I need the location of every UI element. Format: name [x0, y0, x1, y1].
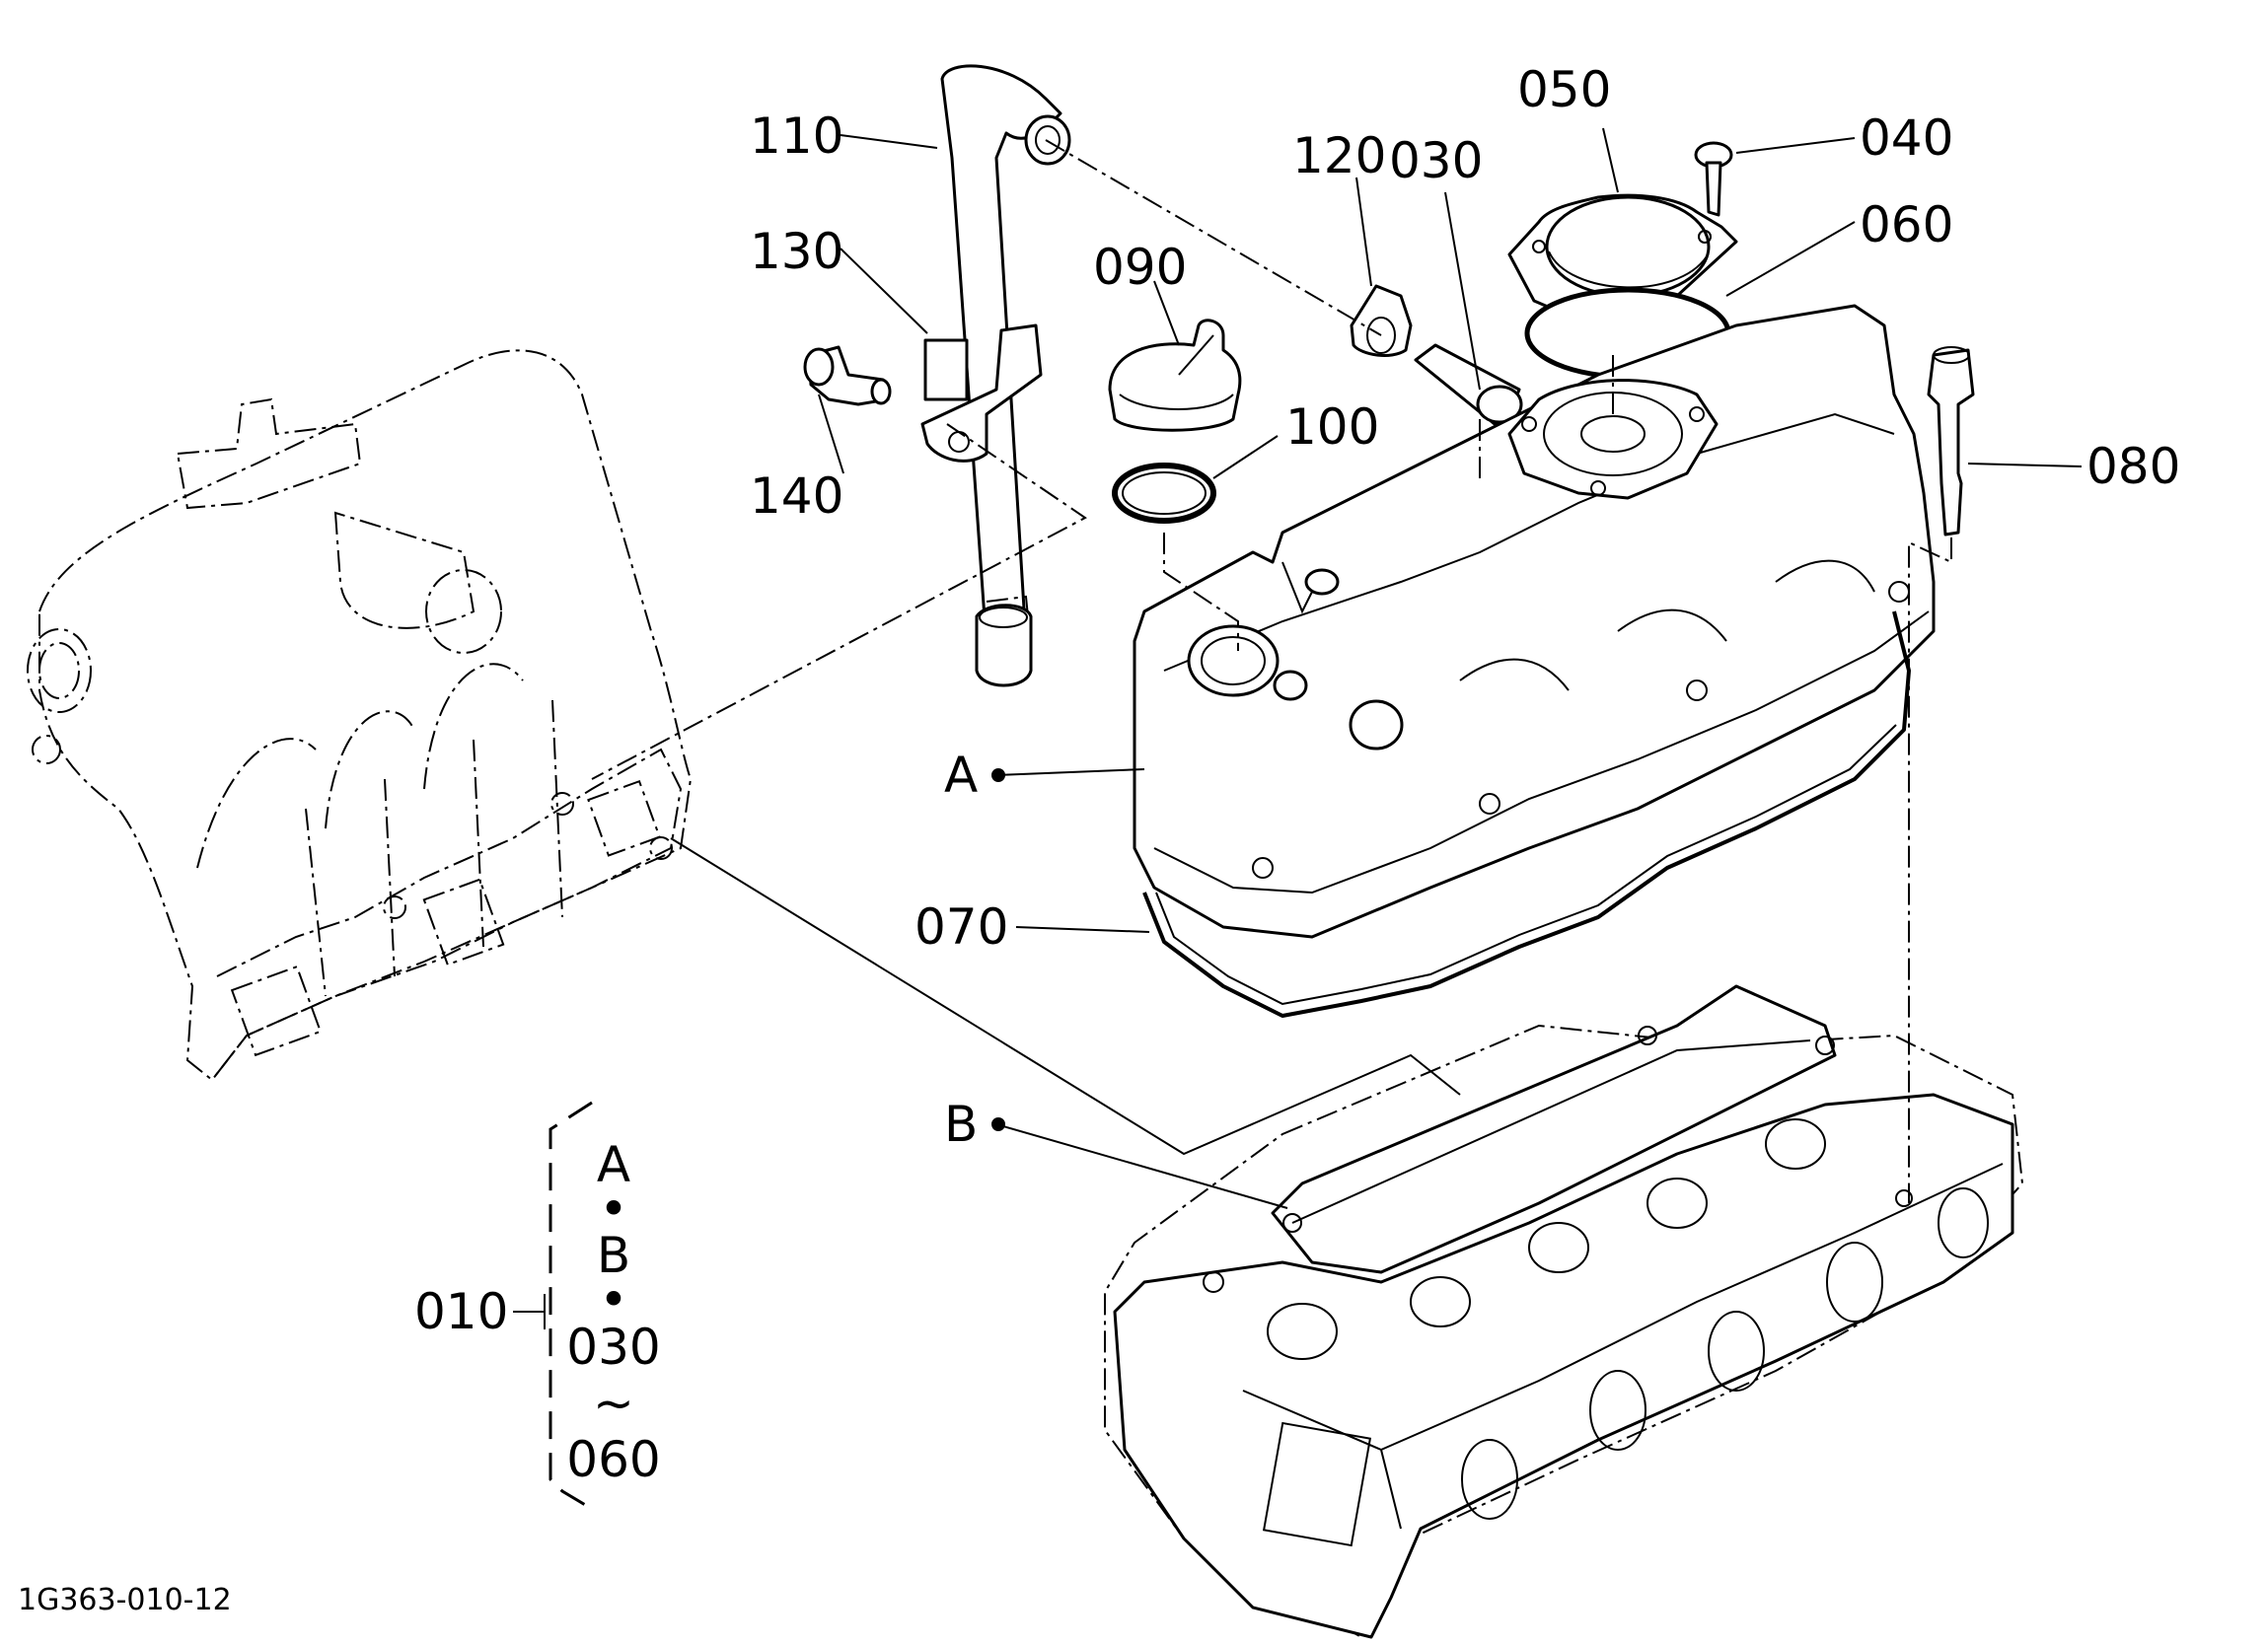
callout-080: 080 — [2086, 438, 2180, 495]
cylinder-head — [1104, 984, 2024, 1639]
cylinder-head-cover — [1133, 304, 1936, 939]
o-ring-100 — [1112, 463, 1216, 524]
breather-cover — [1507, 193, 1738, 318]
hose-clamp — [1350, 284, 1413, 357]
callout-120: 120 — [1292, 127, 1386, 184]
callout-140: 140 — [750, 467, 843, 525]
assembly-line-dot-1: • — [599, 1181, 628, 1238]
callout-090: 090 — [1093, 239, 1187, 296]
intake-manifold — [27, 349, 693, 1082]
assembly-line-tilde: ~ — [593, 1375, 634, 1432]
callout-070: 070 — [915, 898, 1008, 956]
assembly-group: 010 A • B • 030 ~ 060 — [414, 1101, 661, 1511]
breather-tube — [1414, 343, 1523, 426]
breather-pipe — [920, 64, 1071, 687]
callout-030: 030 — [1389, 132, 1483, 189]
assembly-group-number: 010 — [414, 1283, 508, 1340]
gasket-070 — [1142, 610, 1911, 1018]
breather-fitting — [803, 345, 892, 406]
assembly-line-060: 060 — [566, 1431, 660, 1488]
callout-060: 060 — [1860, 196, 1953, 253]
callout-100: 100 — [1285, 398, 1379, 456]
leader-dot-a — [991, 768, 1005, 782]
assembly-line-a: A — [597, 1136, 630, 1193]
assembly-line-030: 030 — [566, 1319, 660, 1376]
diagram-id: 1G363-010-12 — [18, 1583, 232, 1617]
assembly-line-b: B — [597, 1227, 630, 1284]
oil-filler-cap — [1108, 319, 1242, 432]
callout-130: 130 — [750, 223, 843, 280]
assembly-line-dot-2: • — [599, 1271, 628, 1328]
screw-040 — [1694, 141, 1733, 217]
callout-050: 050 — [1517, 61, 1611, 118]
bolt-080 — [1927, 346, 1975, 537]
leader-dot-b — [991, 1117, 1005, 1131]
callout-a: A — [944, 747, 978, 804]
callout-b: B — [944, 1096, 978, 1153]
callout-040: 040 — [1860, 109, 1953, 167]
callout-110: 110 — [750, 107, 843, 165]
pipe-clamp — [923, 338, 969, 401]
